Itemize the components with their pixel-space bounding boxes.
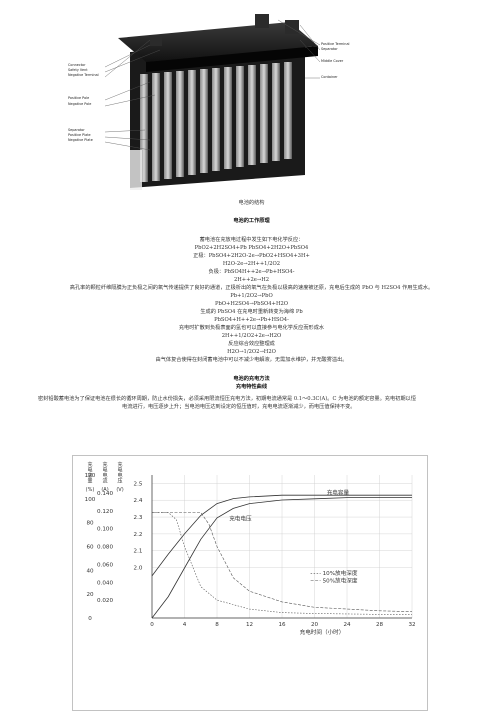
y-tick-label: 2.3	[134, 515, 143, 521]
x-tick-label: 0	[150, 622, 154, 628]
axis-header-char: 电	[117, 472, 122, 479]
axis-header-char: 电	[117, 467, 122, 474]
figure-callout-label: Safety Vent	[68, 68, 88, 72]
text-line: PbO+H2SO4→PbSO4+H2O	[214, 301, 289, 307]
y-tick-label: 0.040	[97, 580, 113, 586]
y-tick-label: 0.060	[97, 562, 113, 568]
figure-callout-label: Positive Plate	[68, 133, 91, 137]
y-tick-label: 100	[85, 497, 96, 503]
series-label: 充电容量	[327, 488, 350, 496]
axis-header-unit: (%)	[86, 487, 95, 493]
text-line: 2H++2e→H2	[233, 277, 270, 283]
section-title-working-principle: 电池的工作原理	[233, 218, 270, 224]
axis-header-char: 电	[102, 467, 107, 474]
figure-callout-label: Positive Terminal	[321, 42, 350, 46]
text-line: Pb+1/2O2→PbO	[230, 293, 273, 299]
figure-caption: 电池的结构	[238, 200, 265, 206]
axis-header-char: 量	[87, 478, 92, 485]
figure-callout-label: Middle Cover	[321, 59, 344, 63]
series-line	[152, 512, 413, 612]
text-line: 生成的 PbSO4 在充电时重新转变为海绵 Pb	[200, 309, 303, 315]
legend-label: 50%放电深度	[323, 576, 358, 584]
text-line: 由气体复合使得在封闭蓄电池中可以不减少电解液，无需加水维护，并无酸雾溢出。	[155, 357, 348, 363]
x-tick-label: 12	[246, 622, 253, 628]
text-line: 2H++1/2O2+2e→H2O	[221, 333, 282, 339]
series-line	[151, 497, 412, 619]
y-tick-label: 120	[85, 473, 96, 479]
y-tick-label: 40	[86, 568, 94, 574]
axis-header-char: 充	[87, 461, 92, 468]
axis-header-char: 容	[87, 472, 92, 479]
y-tick-label: 0.120	[97, 509, 113, 515]
paragraph-line: 电流进行，电压逐步上升；当电池电压达到设定的恒压值时，充电电流逐渐减少，而电压值…	[122, 404, 356, 410]
x-tick-label: 8	[215, 622, 219, 628]
y-tick-label: 0.100	[97, 527, 113, 533]
x-tick-label: 24	[343, 622, 351, 628]
figure-callout-label: Positive Pole	[68, 96, 89, 100]
x-tick-label: 32	[408, 622, 415, 628]
y-tick-label: 0	[88, 616, 92, 622]
series-line	[152, 512, 412, 615]
axis-header-unit: (A)	[101, 487, 108, 493]
figure-callout-label: Separator	[68, 128, 85, 132]
text-line: PbO2+2H2SO4+Pb PbSO4+2H2O+PbSO4	[194, 245, 309, 251]
axis-header-char: 压	[117, 479, 122, 485]
figure-callout-label: Negative Plate	[68, 138, 93, 142]
series-label: 充电电压	[229, 514, 252, 522]
section-subtitle-charging-curve: 充电特性曲线	[235, 384, 268, 390]
paragraph-line: 密封铅酸蓄电池为了保证电池在很长的循环周期，防止水份损失，必须采用限流恒压充电方…	[38, 396, 416, 402]
x-tick-label: 16	[278, 622, 286, 628]
text-line: 负极：PbSO4H++2e→Pb+HSO4-	[208, 269, 295, 275]
axis-header-char: 电	[87, 467, 92, 474]
x-tick-label: 20	[311, 622, 319, 628]
text-line: 反应综合效应整理成	[228, 341, 275, 347]
text-line: PbSO4+H++2e→Pb+HSO4-	[214, 317, 289, 323]
text-line: 高孔率的颗粒纤维隔膜为正负极之间的氧气传递提供了良好的通道，正极析出的氧气在负极…	[69, 285, 434, 291]
axis-header-unit: (V)	[116, 487, 123, 493]
y-tick-label: 2.1	[134, 549, 143, 555]
x-axis-label: 充电时间（小时）	[300, 628, 345, 636]
y-tick-label: 0.080	[97, 545, 113, 551]
y-tick-label: 20	[86, 592, 94, 598]
figure-callout-label: Negative Terminal	[68, 73, 99, 77]
y-tick-label: 2.5	[134, 481, 143, 487]
figure-callout-label: Container	[321, 75, 338, 79]
y-tick-label: 0.140	[97, 491, 113, 497]
y-tick-label: 60	[86, 545, 94, 551]
y-tick-label: 2.0	[134, 566, 143, 572]
axis-header-char: 电	[102, 472, 107, 479]
y-tick-label: 80	[86, 521, 94, 527]
text-line: 正极：PbSO4+2H2O-2e→PbO2+HSO4+3H+	[193, 253, 310, 259]
y-tick-label: 2.4	[134, 498, 143, 504]
figure-callout-label: Connector	[68, 63, 86, 67]
figure-callout-label: Separator	[321, 47, 338, 51]
section-title-charging-method: 电池的充电方法	[233, 376, 270, 382]
text-line: 蓄电池在充放电过程中发生如下电化学反应：	[199, 237, 304, 243]
axis-header-char: 充	[102, 461, 107, 468]
text-line: H2O→1/2O2→H2O	[227, 349, 276, 355]
axis-header-char: 充	[117, 461, 122, 468]
y-tick-label: 0.020	[97, 598, 113, 604]
x-tick-label: 4	[183, 622, 187, 628]
text-line: H2O-2e→2H++1/2O2	[222, 261, 281, 267]
x-tick-label: 28	[376, 622, 384, 628]
text-line: 充电时扩散到负极表面的氢也可以直接参与电化学反应而形成水	[178, 325, 325, 331]
y-tick-label: 2.2	[134, 532, 143, 538]
figure-callout-label: Negative Pole	[68, 102, 91, 106]
axis-header-char: 流	[102, 478, 107, 485]
legend-label: 10%放电深度	[323, 569, 358, 577]
